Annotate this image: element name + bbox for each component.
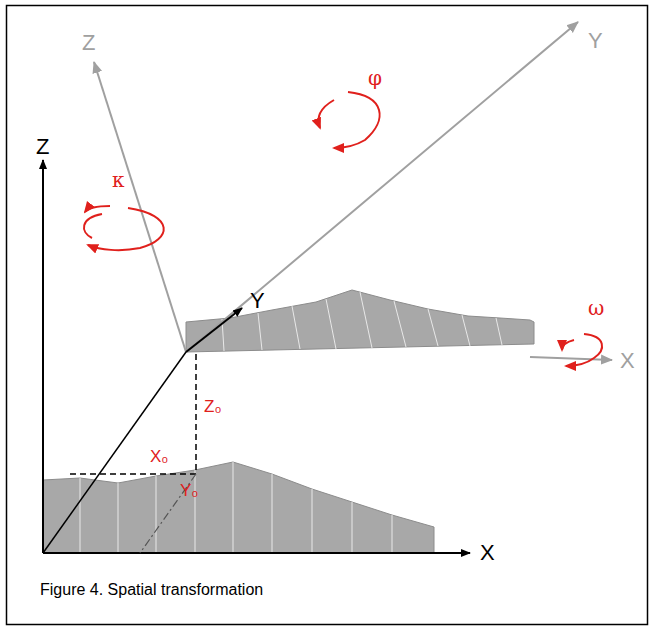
rotation-phi: φ [368,68,382,88]
axis-name: Y [250,290,265,312]
rotation-arrows [84,92,602,366]
axis-name: Z [36,136,49,158]
axis-name: X [480,542,495,564]
original-profile [43,462,434,553]
z0-offset [195,354,197,472]
translation-vector [43,352,186,553]
offset-label: X₀ [150,448,168,465]
y-axis [186,308,242,352]
z-axis [42,160,44,553]
rotated-axis-name: Y [588,30,603,52]
x-axis [43,552,470,554]
x0-offset [70,473,196,475]
rotation-kappa: κ [112,170,125,190]
profile-divisions [80,462,392,553]
rotated-x-axis [530,357,612,360]
rotated-axis-name: Z [82,32,95,54]
frame [7,6,648,625]
transformed-profile [186,290,534,352]
figure-caption: Figure 4. Spatial transformation [40,582,263,598]
rotation-omega: ω [588,298,604,318]
offset-label: Y₀ [180,482,198,499]
rotated-y-axis [186,22,578,352]
rotated-axis-name: X [620,350,635,372]
offset-label: Z₀ [204,398,221,415]
